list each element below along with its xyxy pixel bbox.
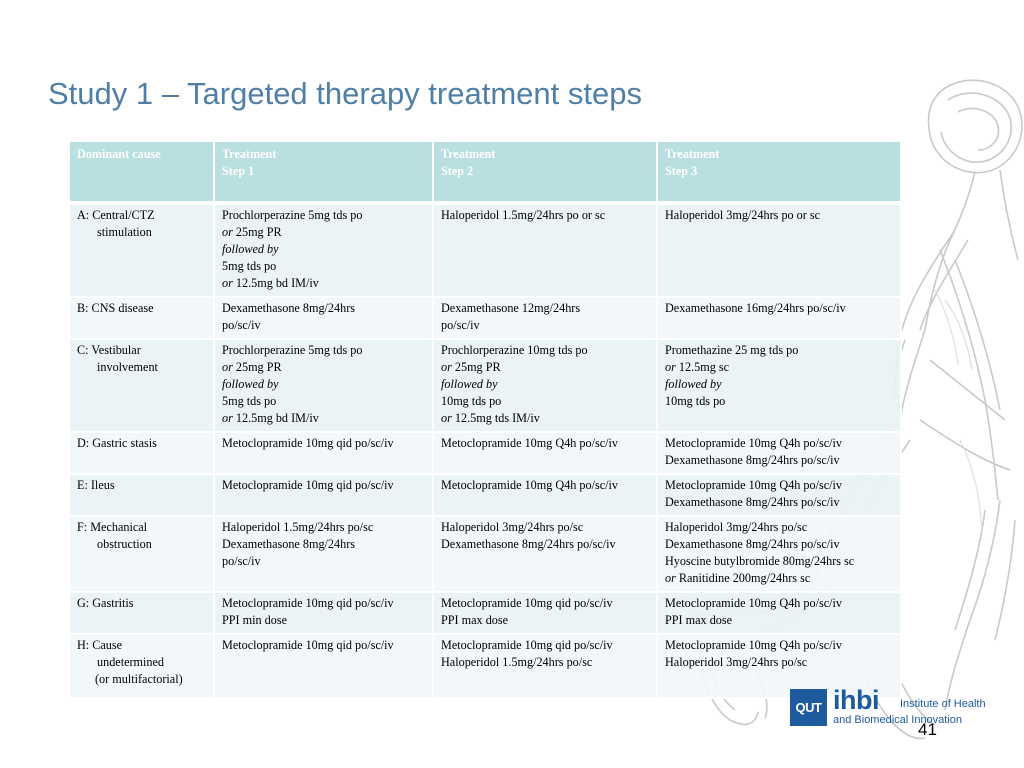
table-row: A: Central/CTZ stimulation Prochlorperaz… bbox=[68, 202, 902, 298]
cell-cause: G: Gastritis bbox=[68, 591, 215, 635]
cell-step-1: Dexamethasone 8mg/24hrs po/sc/iv bbox=[213, 296, 434, 340]
table-row: D: Gastric stasis Metoclopramide 10mg qi… bbox=[68, 431, 902, 475]
cell-step-1: Prochlorperazine 5mg tds po or 25mg PR f… bbox=[213, 202, 434, 298]
cell-step-2: Metoclopramide 10mg qid po/sc/iv PPI max… bbox=[432, 591, 658, 635]
table-row: C: Vestibular involvement Prochlorperazi… bbox=[68, 338, 902, 433]
qut-logo-mark: QUT bbox=[790, 689, 827, 726]
cell-cause: E: Ileus bbox=[68, 473, 215, 517]
cell-step-2: Haloperidol 1.5mg/24hrs po or sc bbox=[432, 202, 658, 298]
cell-cause: H: Cause undetermined (or multifactorial… bbox=[68, 633, 215, 699]
table-row: H: Cause undetermined (or multifactorial… bbox=[68, 633, 902, 699]
table-row: E: Ileus Metoclopramide 10mg qid po/sc/i… bbox=[68, 473, 902, 517]
header-treatment-step-1: Treatment Step 1 bbox=[213, 140, 434, 205]
slide-title: Study 1 – Targeted therapy treatment ste… bbox=[48, 76, 642, 111]
cell-step-3: Dexamethasone 16mg/24hrs po/sc/iv bbox=[656, 296, 902, 340]
cell-step-3: Metoclopramide 10mg Q4h po/sc/iv Haloper… bbox=[656, 633, 902, 699]
logo-line-2: and Biomedical Innovation bbox=[833, 714, 963, 726]
cell-step-2: Haloperidol 3mg/24hrs po/sc Dexamethason… bbox=[432, 515, 658, 593]
header-dominant-cause: Dominant cause bbox=[68, 140, 215, 205]
cell-cause: A: Central/CTZ stimulation bbox=[68, 202, 215, 298]
cell-step-3: Metoclopramide 10mg Q4h po/sc/iv Dexamet… bbox=[656, 473, 902, 517]
table-row: G: Gastritis Metoclopramide 10mg qid po/… bbox=[68, 591, 902, 635]
cell-step-1: Metoclopramide 10mg qid po/sc/iv bbox=[213, 431, 434, 475]
cell-step-2: Dexamethasone 12mg/24hrs po/sc/iv bbox=[432, 296, 658, 340]
cell-step-1: Metoclopramide 10mg qid po/sc/iv bbox=[213, 633, 434, 699]
cell-step-3: Promethazine 25 mg tds po or 12.5mg sc f… bbox=[656, 338, 902, 433]
cell-step-1: Haloperidol 1.5mg/24hrs po/sc Dexamethas… bbox=[213, 515, 434, 593]
cell-step-2: Prochlorperazine 10mg tds po or 25mg PR … bbox=[432, 338, 658, 433]
header-treatment-step-2: Treatment Step 2 bbox=[432, 140, 658, 205]
cell-cause: F: Mechanical obstruction bbox=[68, 515, 215, 593]
cell-cause: C: Vestibular involvement bbox=[68, 338, 215, 433]
table-row: F: Mechanical obstruction Haloperidol 1.… bbox=[68, 515, 902, 593]
page-number: 41 bbox=[918, 720, 937, 739]
cell-cause: B: CNS disease bbox=[68, 296, 215, 340]
cell-step-1: Metoclopramide 10mg qid po/sc/iv PPI min… bbox=[213, 591, 434, 635]
table-header-row: Dominant cause Treatment Step 1 Treatmen… bbox=[68, 140, 902, 205]
ihbi-wordmark: ihbi bbox=[833, 685, 880, 715]
cell-step-2: Metoclopramide 10mg Q4h po/sc/iv bbox=[432, 431, 658, 475]
cell-step-3: Metoclopramide 10mg Q4h po/sc/iv Dexamet… bbox=[656, 431, 902, 475]
header-treatment-step-3: Treatment Step 3 bbox=[656, 140, 902, 205]
cell-step-1: Metoclopramide 10mg qid po/sc/iv bbox=[213, 473, 434, 517]
treatment-steps-table: Dominant cause Treatment Step 1 Treatmen… bbox=[68, 140, 902, 699]
cell-step-3: Haloperidol 3mg/24hrs po/sc Dexamethason… bbox=[656, 515, 902, 593]
cell-cause: D: Gastric stasis bbox=[68, 431, 215, 475]
table-row: B: CNS disease Dexamethasone 8mg/24hrs p… bbox=[68, 296, 902, 340]
cell-step-2: Metoclopramide 10mg qid po/sc/iv Haloper… bbox=[432, 633, 658, 699]
logo-line-1: Institute of Health bbox=[900, 698, 986, 710]
cell-step-2: Metoclopramide 10mg Q4h po/sc/iv bbox=[432, 473, 658, 517]
cell-step-1: Prochlorperazine 5mg tds po or 25mg PR f… bbox=[213, 338, 434, 433]
cell-step-3: Metoclopramide 10mg Q4h po/sc/iv PPI max… bbox=[656, 591, 902, 635]
cell-step-3: Haloperidol 3mg/24hrs po or sc bbox=[656, 202, 902, 298]
